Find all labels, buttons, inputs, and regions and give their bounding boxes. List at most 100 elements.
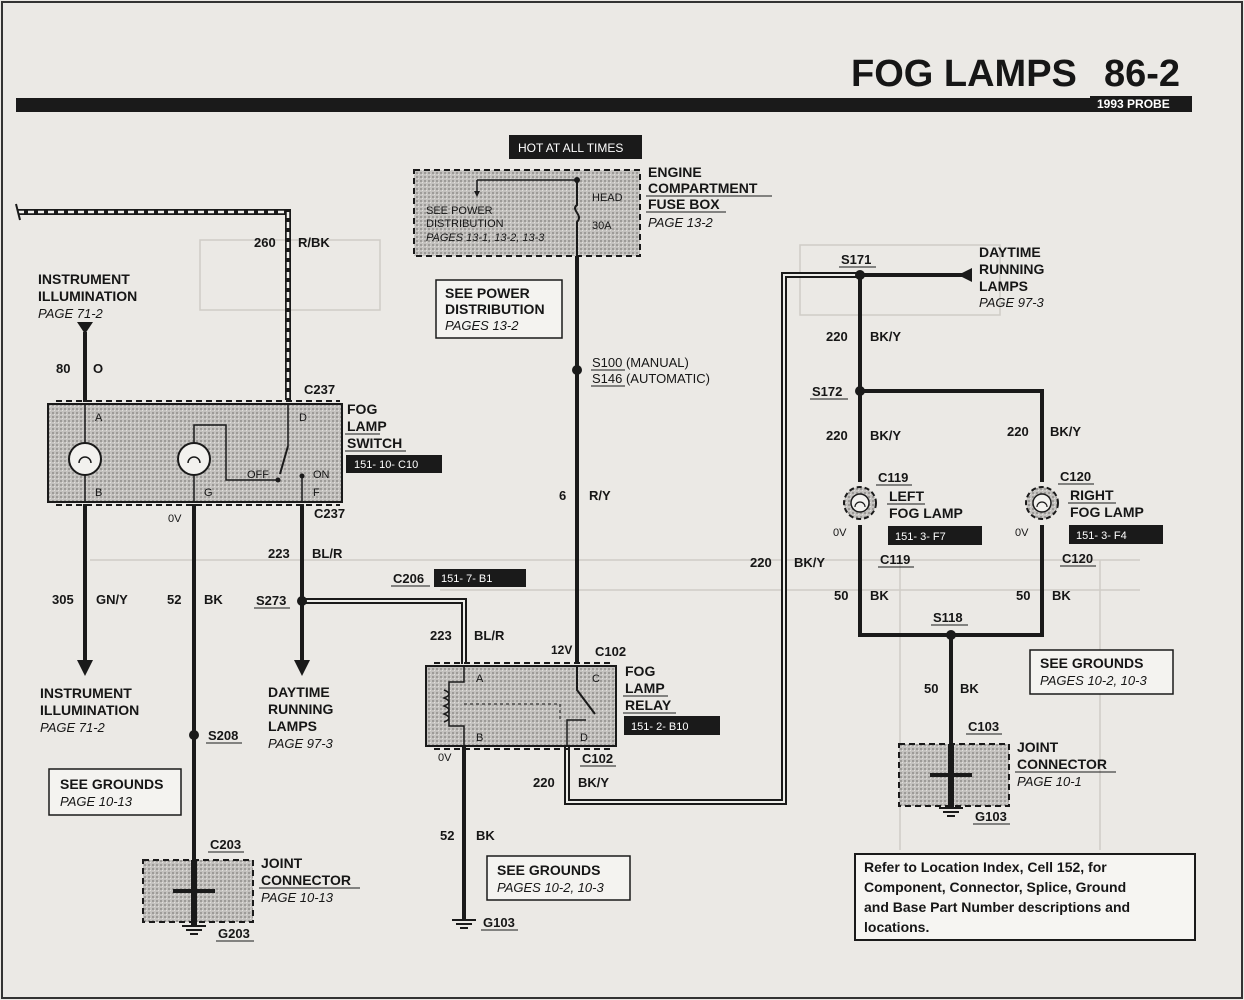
wire-223-top-color: BL/R [312, 546, 343, 561]
wire-305-num: 305 [52, 592, 74, 607]
joint-right-line1: JOINT [1017, 739, 1059, 755]
joint-right-ground: G103 [975, 809, 1007, 824]
see-power-line2: DISTRIBUTION [445, 301, 545, 317]
instrument-illumination-arrow [77, 322, 93, 334]
c206-ref: 151- 7- B1 [441, 573, 492, 585]
relay-pin-a: A [476, 673, 484, 685]
relay-connector-top: C102 [595, 644, 626, 659]
relay-voltage-top: 12V [551, 643, 572, 657]
subtitle-tab [1090, 96, 1192, 111]
c206-label: C206 [393, 571, 424, 586]
switch-off-label: OFF [247, 469, 269, 481]
left-lamp-connector: C119 [878, 470, 908, 485]
joint-left-page: PAGE 10-13 [261, 890, 334, 905]
left-lamp-connector-bottom: C119 [880, 552, 910, 567]
left-lamp-ref: 151- 3- F7 [895, 531, 946, 543]
wire-220-right-lamp [860, 389, 1044, 482]
wire-223-mid-num: 223 [430, 628, 452, 643]
wire-220-vert-num: 220 [750, 555, 772, 570]
see-power-line1: SEE POWER [445, 285, 530, 301]
splice-s273-label: S273 [256, 593, 286, 608]
joint-left-line1: JOINT [261, 855, 303, 871]
wire-220-right-lamp-color: BK/Y [1050, 424, 1081, 439]
right-lamp-connector: C120 [1060, 469, 1091, 484]
see-power-pages: PAGES 13-2 [445, 318, 519, 333]
relay-title-line3: RELAY [625, 697, 672, 713]
switch-on-label: ON [313, 469, 330, 481]
left-lamp-voltage: 0V [833, 527, 847, 539]
relay-connector-bottom: C102 [582, 751, 613, 766]
relay-ref: 151- 2- B10 [631, 721, 688, 733]
drl-bottom-line2: RUNNING [268, 701, 333, 717]
instrument-illumination-top-line2: ILLUMINATION [38, 288, 137, 304]
wire-220-left-lamp-num: 220 [826, 428, 848, 443]
joint-left-line2: CONNECTOR [261, 872, 351, 888]
wire-50-right-color: BK [1052, 588, 1071, 603]
instrument-illumination-bottom-line2: ILLUMINATION [40, 702, 139, 718]
switch-pin-b: B [95, 487, 102, 499]
splice-s172-label: S172 [812, 384, 842, 399]
wires [15, 203, 1044, 920]
instrument-illumination-bottom-line1: INSTRUMENT [40, 685, 132, 701]
right-lamp-voltage: 0V [1015, 527, 1029, 539]
splice-s171 [855, 270, 865, 280]
switch-title-line1: FOG [347, 401, 377, 417]
right-lamp-ref-tag [1069, 525, 1163, 544]
wire-220-relay-color: BK/Y [578, 775, 609, 790]
wire-220-right-lamp-num: 220 [1007, 424, 1029, 439]
wire-50-right-num: 50 [1016, 588, 1030, 603]
right-lamp-line1: RIGHT [1070, 487, 1114, 503]
location-note-box [854, 853, 1196, 941]
instrument-illumination-bottom-page: PAGE 71-2 [40, 720, 106, 735]
wire-50-s118-color: BK [960, 681, 979, 696]
wire-220-vert-color: BK/Y [794, 555, 825, 570]
hot-at-all-times-label: HOT AT ALL TIMES [518, 141, 623, 155]
joint-right-page: PAGE 10-1 [1017, 774, 1082, 789]
switch-connector-top: C237 [304, 382, 335, 397]
page-number: 86-2 [1104, 53, 1180, 95]
splice-s171-label: S171 [841, 252, 871, 267]
wire-260-inner [18, 210, 290, 400]
fuse-box-inner-line2: DISTRIBUTION [426, 218, 504, 230]
switch-pin-d: D [299, 412, 307, 424]
relay-voltage-bottom: 0V [438, 752, 452, 764]
wire-80-num: 80 [56, 361, 70, 376]
drl-bottom-line1: DAYTIME [268, 684, 330, 700]
ground-g103-mid: G103 [483, 915, 515, 930]
header-subtitle: 1993 PROBE [1097, 97, 1170, 111]
relay-title-line2: LAMP [625, 680, 665, 696]
switch-bulb-right [177, 442, 211, 476]
wire-223-branch-inner [302, 600, 465, 664]
wire-223-mid-color: BL/R [474, 628, 505, 643]
switch-voltage: 0V [168, 513, 182, 525]
see-grounds-mid-box [486, 855, 631, 901]
fuse-rating: 30A [592, 220, 612, 232]
c206-ref-tag [434, 569, 526, 587]
relay-ref-tag [624, 716, 720, 735]
drl-bottom-page: PAGE 97-3 [268, 736, 334, 751]
splice-s100-label: S100 (MANUAL) [592, 355, 689, 370]
switch-bulb-left [68, 442, 102, 476]
splice-s273 [297, 596, 307, 606]
note-line-4: locations. [864, 919, 929, 935]
switch-pin-g: G [204, 487, 213, 499]
wire-220-s171-num: 220 [826, 329, 848, 344]
see-grounds-left-title: SEE GROUNDS [60, 776, 163, 792]
joint-right-line2: CONNECTOR [1017, 756, 1107, 772]
see-grounds-right-title: SEE GROUNDS [1040, 655, 1143, 671]
relay-coil [441, 689, 450, 723]
hot-at-all-times-tag [509, 135, 642, 159]
see-grounds-mid-title: SEE GROUNDS [497, 862, 600, 878]
splice-s146-label: S146 (AUTOMATIC) [592, 371, 710, 386]
see-power-distribution-box [435, 279, 563, 339]
wire-220-inner [566, 274, 860, 803]
switch-pin-f: F [313, 487, 320, 499]
switch-pin-a: A [95, 412, 103, 424]
wire-52-mid-num: 52 [440, 828, 454, 843]
right-lamp-connector-bottom: C120 [1062, 551, 1093, 566]
page-title: FOG LAMPS [851, 53, 1077, 95]
switch-ref-tag [346, 455, 442, 473]
